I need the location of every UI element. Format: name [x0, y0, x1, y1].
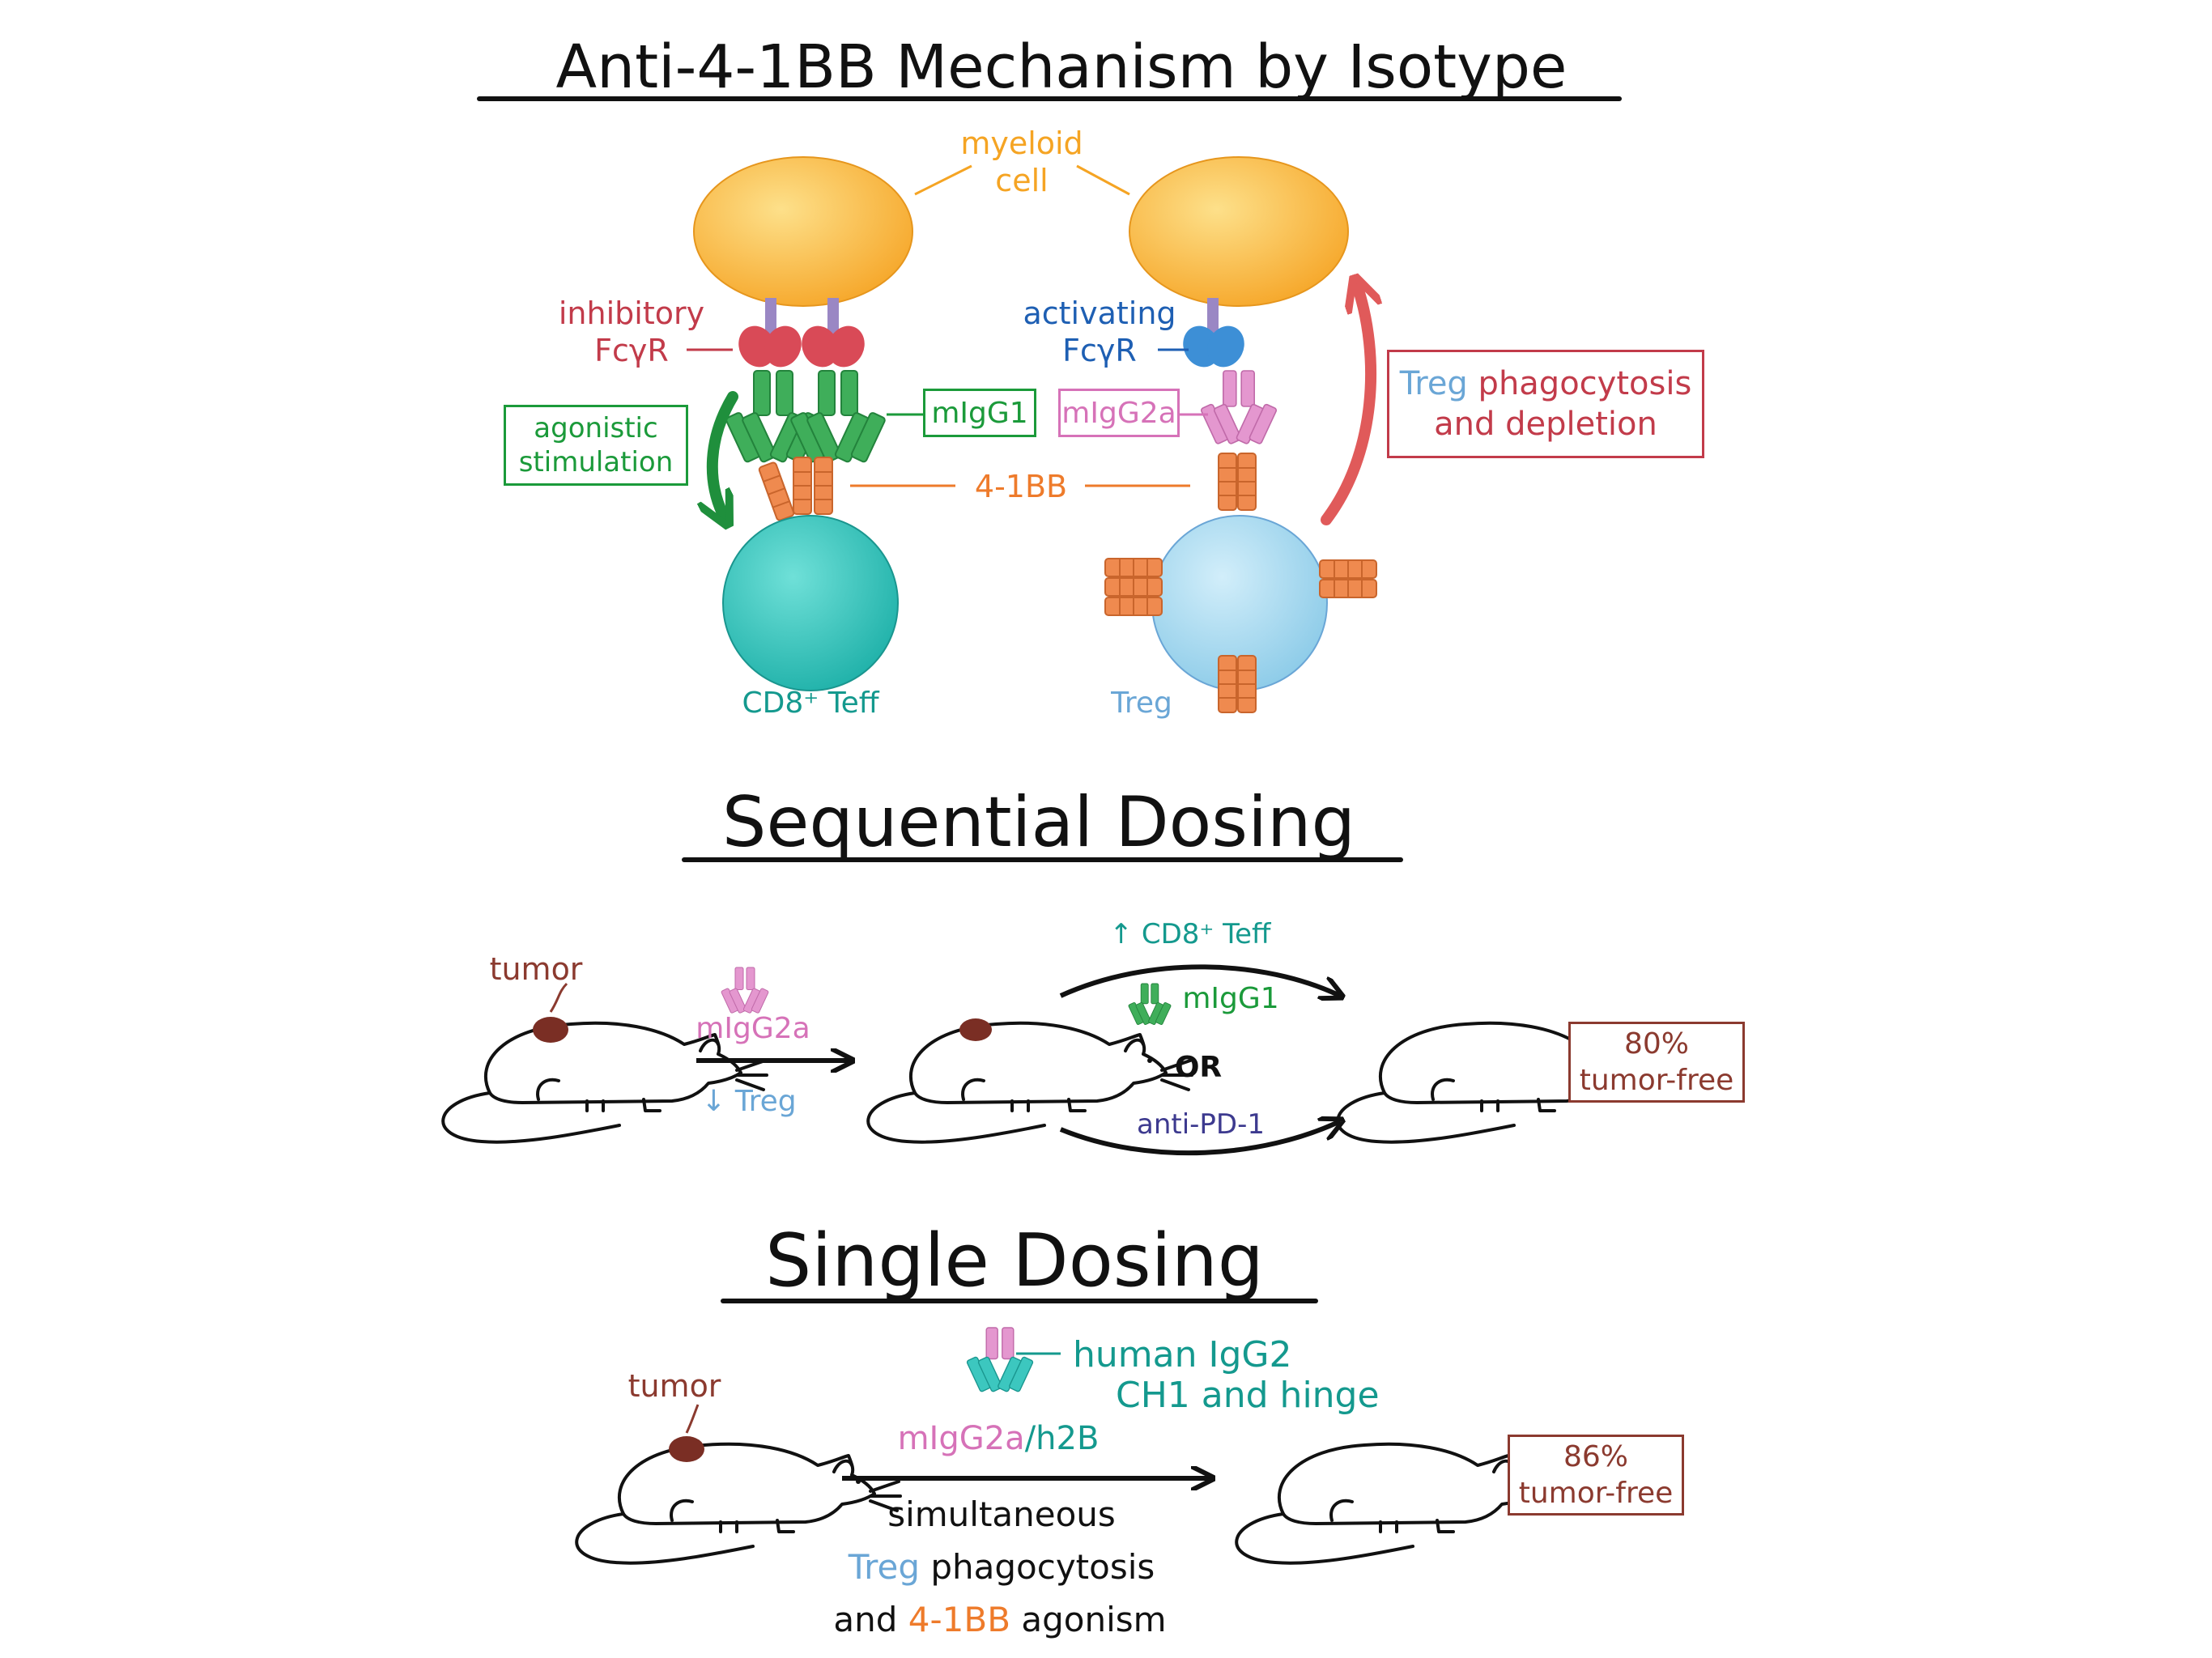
agonistic-line2: stimulation [518, 446, 674, 478]
migg1-box: mIgG1 [923, 389, 1036, 437]
activating-label-line2: FcγR [1062, 333, 1137, 368]
treg-phagocytosis-box: Treg phagocytosis and depletion [1387, 350, 1704, 458]
receptor-treg-bottom-2 [1237, 655, 1257, 713]
sequential-heading: Sequential Dosing [722, 782, 1355, 863]
single-result-percent: 86% [1563, 1440, 1628, 1473]
activating-fcr [1183, 325, 1244, 368]
or-label: OR [1175, 1051, 1222, 1084]
myeloid-label-line1: myeloid [960, 125, 1083, 161]
receptor-treg-right-2 [1319, 579, 1377, 598]
tumor-leader-single [685, 1404, 700, 1434]
single-result-box: 86% tumor-free [1508, 1435, 1684, 1516]
tumor-seq-2 [959, 1018, 992, 1041]
anti-pd1-label: anti-PD-1 [1137, 1108, 1265, 1141]
down-treg-label: ↓ Treg [701, 1085, 796, 1118]
migg2a-label-seq: mIgG2a [696, 1012, 810, 1045]
page-title: Anti-4-1BB Mechanism by Isotype [556, 32, 1568, 102]
receptor-treg-bottom-1 [1218, 655, 1237, 713]
mab-label-h2b: /h2B [1025, 1420, 1100, 1457]
receptor-cd8-3 [814, 457, 833, 515]
cd8-teff-cell [722, 515, 899, 691]
myeloid-label-line2: cell [995, 163, 1048, 198]
tumor-label-seq: tumor [490, 951, 583, 987]
receptor-treg-right-1 [1319, 559, 1377, 579]
simultaneous-line1: simultaneous [887, 1494, 1116, 1534]
simul-treg: Treg [848, 1547, 920, 1587]
inhibitory-fcr-left [738, 325, 802, 368]
simul-phagocytosis: phagocytosis [920, 1547, 1155, 1587]
migg2a-antibody-seq [720, 967, 770, 1014]
inhibitory-fcr-right [802, 325, 865, 368]
receptor-treg-top-1 [1218, 453, 1237, 511]
single-result-text: tumor-free [1518, 1477, 1674, 1510]
myeloid-cell-left [693, 156, 913, 307]
fcr-stalk-left-2 [827, 298, 839, 335]
myeloid-leader-right [1076, 164, 1130, 196]
cd8-teff-label: CD8⁺ Teff [742, 687, 879, 720]
single-heading: Single Dosing [765, 1218, 1264, 1303]
inhibitory-label-line2: FcγR [594, 333, 669, 368]
simul-4-1bb: 4-1BB [908, 1600, 1010, 1639]
mab-label: mIgG2a/h2B [898, 1420, 1100, 1457]
inhibitory-label-line1: inhibitory [559, 295, 704, 331]
migg2a-antibody-mechanism [1199, 370, 1278, 445]
depletion-arrow [1321, 285, 1371, 525]
migg2a-h2b-antibody [965, 1327, 1035, 1393]
migg1-antibody-right [789, 370, 887, 464]
seq-arrow-upper [1059, 964, 1340, 996]
tumor-leader-seq [549, 982, 568, 1013]
receptor-treg-left-3 [1104, 597, 1163, 616]
simul-agonism: agonism [1010, 1600, 1167, 1639]
sequential-result-text: tumor-free [1579, 1064, 1734, 1097]
receptor-cd8-2 [793, 457, 812, 515]
four1bb-label: 4-1BB [975, 469, 1067, 504]
tumor-seq-1 [533, 1017, 568, 1043]
mab-label-migg2a: mIgG2a [898, 1420, 1025, 1457]
treg-phago-line2: and depletion [1434, 406, 1657, 443]
receptor-treg-left-2 [1104, 577, 1163, 597]
migg1-box-label: mIgG1 [931, 396, 1028, 430]
sequential-result-percent: 80% [1623, 1027, 1689, 1061]
treg-phago-line1: Treg phagocytosis [1400, 363, 1692, 404]
seq-arrow-lower [1059, 1121, 1340, 1156]
migg1-label-seq: mIgG1 [1182, 982, 1278, 1015]
simultaneous-line2: Treg phagocytosis [848, 1547, 1155, 1587]
migg1-antibody-seq [1127, 983, 1172, 1026]
agonist-arrow [713, 391, 738, 518]
receptor-treg-top-2 [1237, 453, 1257, 511]
fcr-stalk-right [1207, 298, 1219, 335]
myeloid-leader-left [914, 164, 972, 196]
agonistic-line1: agonistic [534, 411, 658, 444]
myeloid-cell-right [1129, 156, 1349, 307]
treg-phago-treg: Treg [1399, 365, 1468, 402]
activating-label-line1: activating [1023, 295, 1176, 331]
simul-and: and [833, 1600, 908, 1639]
agonistic-stimulation-box: agonistic stimulation [504, 405, 688, 486]
up-cd8-label: ↑ CD8⁺ Teff [1110, 918, 1273, 950]
human-igg2-label-line1: human IgG2 [1073, 1334, 1291, 1375]
treg-phago-word: phagocytosis [1478, 365, 1692, 402]
simultaneous-line3: and 4-1BB agonism [833, 1600, 1166, 1639]
fcr-stalk-left-1 [765, 298, 776, 335]
treg-label: Treg [1110, 687, 1172, 720]
receptor-treg-left-1 [1104, 558, 1163, 577]
migg2a-box-label: mIgG2a [1061, 396, 1176, 430]
migg2a-box: mIgG2a [1058, 389, 1180, 437]
sequential-result-box: 80% tumor-free [1568, 1022, 1745, 1103]
human-igg2-label-line2: CH1 and hinge [1116, 1375, 1380, 1416]
tumor-label-single: tumor [628, 1368, 721, 1404]
tumor-single-1 [669, 1436, 704, 1462]
mouse-single-1 [575, 1442, 902, 1565]
receptor-cd8-1 [757, 461, 796, 522]
